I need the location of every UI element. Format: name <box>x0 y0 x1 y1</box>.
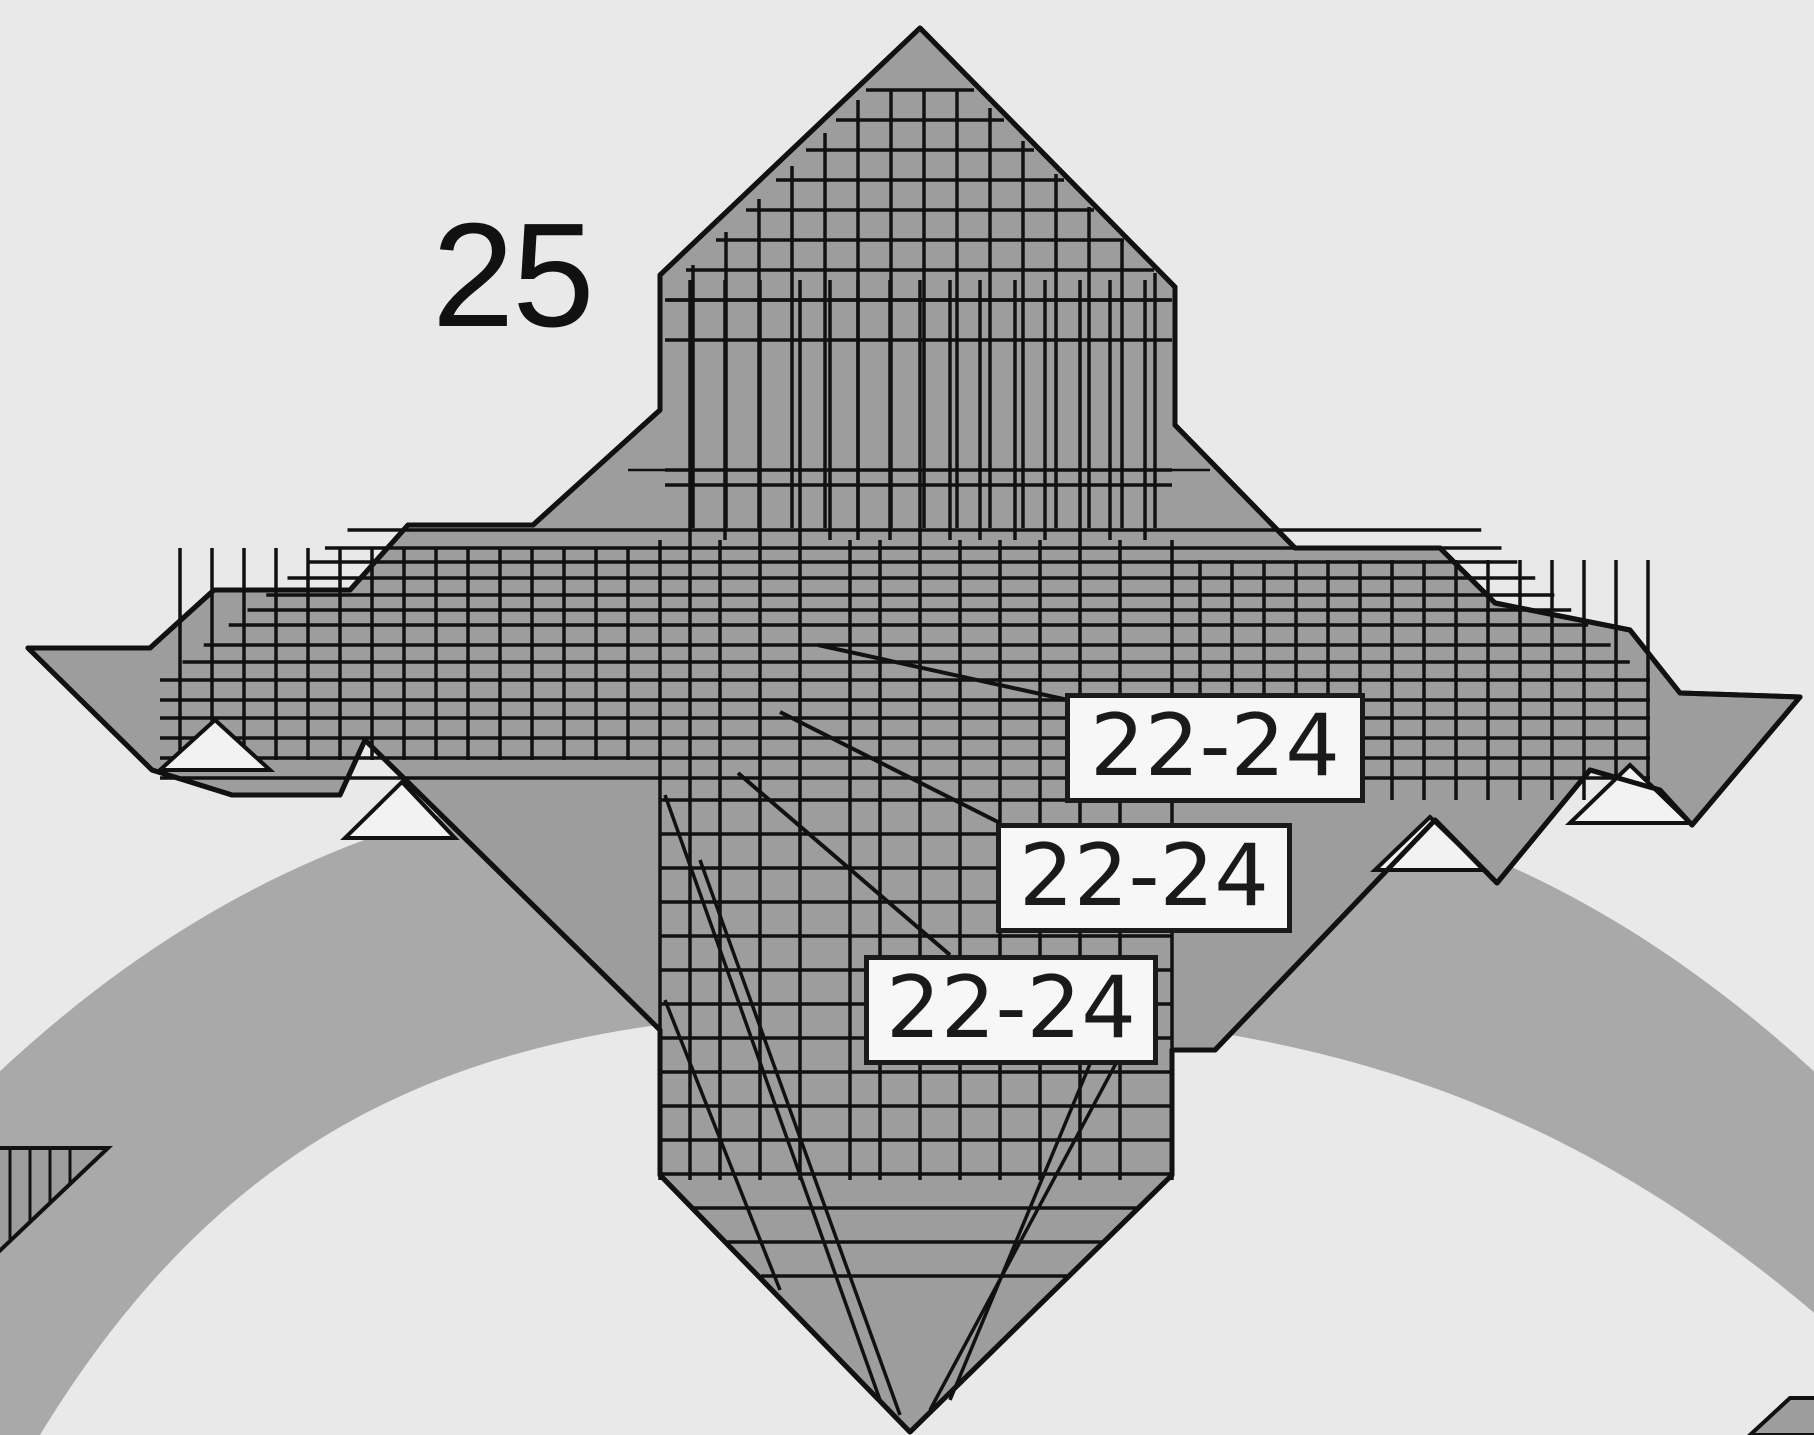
reference-label: 22-24 <box>996 823 1292 933</box>
corner-fragment-right <box>1750 1398 1814 1435</box>
reference-label: 22-24 <box>1065 693 1365 803</box>
reference-label: 22-24 <box>864 955 1158 1065</box>
step-number: 25 <box>432 196 632 356</box>
